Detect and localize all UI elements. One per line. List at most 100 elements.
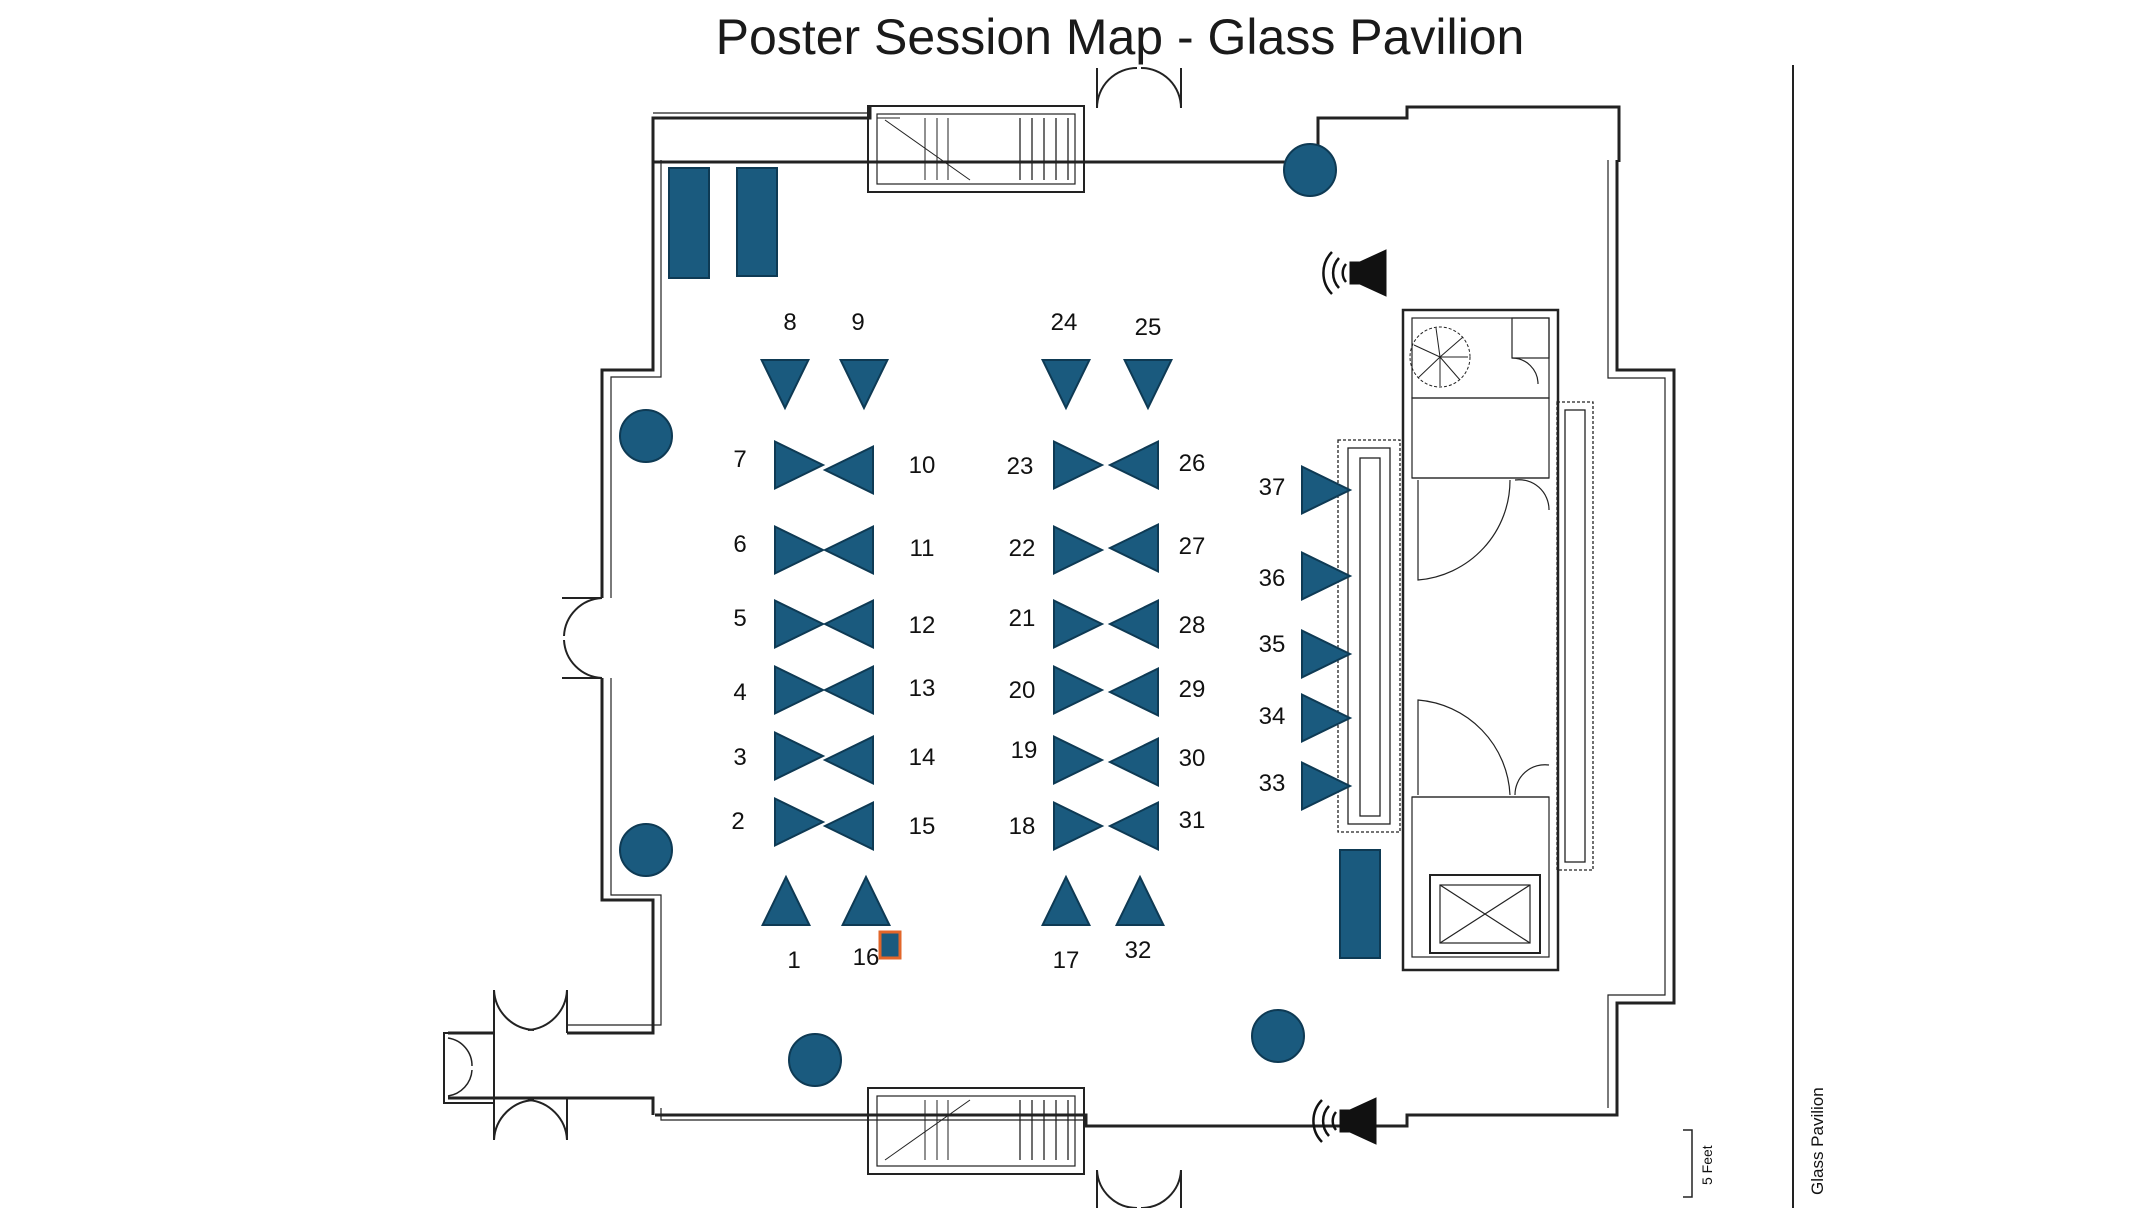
- booth-19-marker[interactable]: [1053, 734, 1105, 786]
- booth-19-label: 19: [1011, 737, 1038, 764]
- booth-9-label: 9: [851, 309, 864, 336]
- booth-24-label: 24: [1051, 309, 1078, 336]
- booth-11-label: 11: [910, 535, 935, 562]
- booth-29-label: 29: [1179, 676, 1206, 703]
- booth-35-label: 35: [1259, 631, 1286, 658]
- corner-entrance[interactable]: [443, 989, 568, 1141]
- booth-30-label: 30: [1179, 745, 1206, 772]
- booth-36-marker[interactable]: [1301, 550, 1353, 602]
- furniture: [668, 167, 1381, 959]
- booth-10-label: 10: [909, 452, 936, 479]
- booth-30-marker[interactable]: [1107, 736, 1159, 788]
- booth-37-marker[interactable]: [1301, 465, 1353, 516]
- top-staircase: [867, 105, 1085, 193]
- booth-34-marker[interactable]: [1301, 692, 1353, 744]
- booth-26-marker[interactable]: [1107, 440, 1159, 490]
- booth-37-label: 37: [1259, 474, 1286, 501]
- booth-36-label: 36: [1259, 565, 1286, 592]
- booth-29-marker[interactable]: [1107, 666, 1159, 718]
- scale-bar: [1683, 1129, 1693, 1198]
- booth-14-marker[interactable]: [822, 734, 874, 786]
- booth-34-label: 34: [1259, 703, 1286, 730]
- booth-20-label: 20: [1009, 677, 1036, 704]
- booth-28-label: 28: [1179, 612, 1206, 639]
- left-door[interactable]: [562, 597, 603, 679]
- booth-27-marker[interactable]: [1107, 522, 1159, 574]
- booth-32-marker[interactable]: [1114, 874, 1166, 926]
- booth-6-label: 6: [733, 531, 746, 558]
- booth-2-label: 2: [731, 808, 744, 835]
- booth-21-label: 21: [1009, 605, 1036, 632]
- booth-10-marker[interactable]: [822, 445, 874, 495]
- booth-6-marker[interactable]: [774, 524, 826, 576]
- booth-8-marker[interactable]: [759, 359, 811, 411]
- booth-26-label: 26: [1179, 450, 1206, 477]
- booth-18-label: 18: [1009, 813, 1036, 840]
- speaker-icon: [1322, 249, 1387, 297]
- booth-35-marker[interactable]: [1301, 628, 1353, 680]
- table-right: [1339, 849, 1381, 959]
- columns: [619, 143, 1337, 1087]
- booth-20-marker[interactable]: [1053, 664, 1105, 716]
- service-core: [1401, 308, 1560, 972]
- booth-13-marker[interactable]: [822, 664, 874, 716]
- booth-14-label: 14: [909, 744, 936, 771]
- booth-4-label: 4: [733, 679, 746, 706]
- booth-18-marker[interactable]: [1053, 800, 1105, 852]
- booth-1-marker[interactable]: [760, 874, 812, 926]
- booth-27-label: 27: [1179, 533, 1206, 560]
- round-column: [619, 409, 673, 463]
- booth-3-marker[interactable]: [774, 730, 826, 782]
- round-column: [1283, 143, 1337, 197]
- round-column: [619, 823, 673, 877]
- booth-31-label: 31: [1179, 807, 1206, 834]
- booth-11-marker[interactable]: [822, 524, 874, 576]
- booth-12-marker[interactable]: [822, 598, 874, 650]
- table-left-1: [668, 167, 710, 279]
- booth-16-marker[interactable]: [840, 874, 892, 926]
- booth-33-marker[interactable]: [1301, 760, 1353, 812]
- map-title: Poster Session Map - Glass Pavilion: [715, 9, 1525, 65]
- scale-label: 5 Feet: [1699, 1145, 1715, 1185]
- booth-32-label: 32: [1125, 937, 1152, 964]
- booth-2-marker[interactable]: [774, 796, 826, 848]
- building-walls: [448, 105, 1676, 1128]
- booth-24-marker[interactable]: [1040, 359, 1092, 411]
- round-column: [788, 1033, 842, 1087]
- booth-4-marker[interactable]: [774, 664, 826, 716]
- booth-33-label: 33: [1259, 770, 1286, 797]
- display-walls: [1337, 401, 1594, 871]
- booth-13-label: 13: [909, 675, 936, 702]
- booth-15-label: 15: [909, 813, 936, 840]
- booth-5-label: 5: [733, 605, 746, 632]
- bottom-door[interactable]: [1096, 1169, 1182, 1208]
- round-column: [1251, 1009, 1305, 1063]
- booth-21-marker[interactable]: [1053, 598, 1105, 650]
- booth-17-label: 17: [1053, 947, 1080, 974]
- booth-8-label: 8: [783, 309, 796, 336]
- booth-16-label: 16: [853, 944, 880, 971]
- side-label: Glass Pavilion: [1808, 1087, 1827, 1195]
- speaker-icon: [1312, 1097, 1377, 1145]
- booth-17-marker[interactable]: [1040, 874, 1092, 926]
- booth-25-label: 25: [1135, 314, 1162, 341]
- table-left-2: [736, 167, 778, 277]
- top-door[interactable]: [1096, 67, 1182, 109]
- bottom-staircase: [867, 1087, 1085, 1175]
- booth-31-marker[interactable]: [1107, 800, 1159, 852]
- booth-23-marker[interactable]: [1053, 440, 1105, 490]
- booth-22-marker[interactable]: [1053, 524, 1105, 576]
- booth-25-marker[interactable]: [1122, 359, 1174, 411]
- you-are-here-marker: [878, 930, 902, 960]
- booth-28-marker[interactable]: [1107, 598, 1159, 650]
- booth-9-marker[interactable]: [838, 359, 890, 411]
- booth-12-label: 12: [909, 612, 936, 639]
- booth-23-label: 23: [1007, 453, 1034, 480]
- booth-15-marker[interactable]: [822, 800, 874, 852]
- booth-3-label: 3: [733, 744, 746, 771]
- booth-22-label: 22: [1009, 535, 1036, 562]
- booth-5-marker[interactable]: [774, 598, 826, 650]
- booth-7-marker[interactable]: [774, 440, 826, 490]
